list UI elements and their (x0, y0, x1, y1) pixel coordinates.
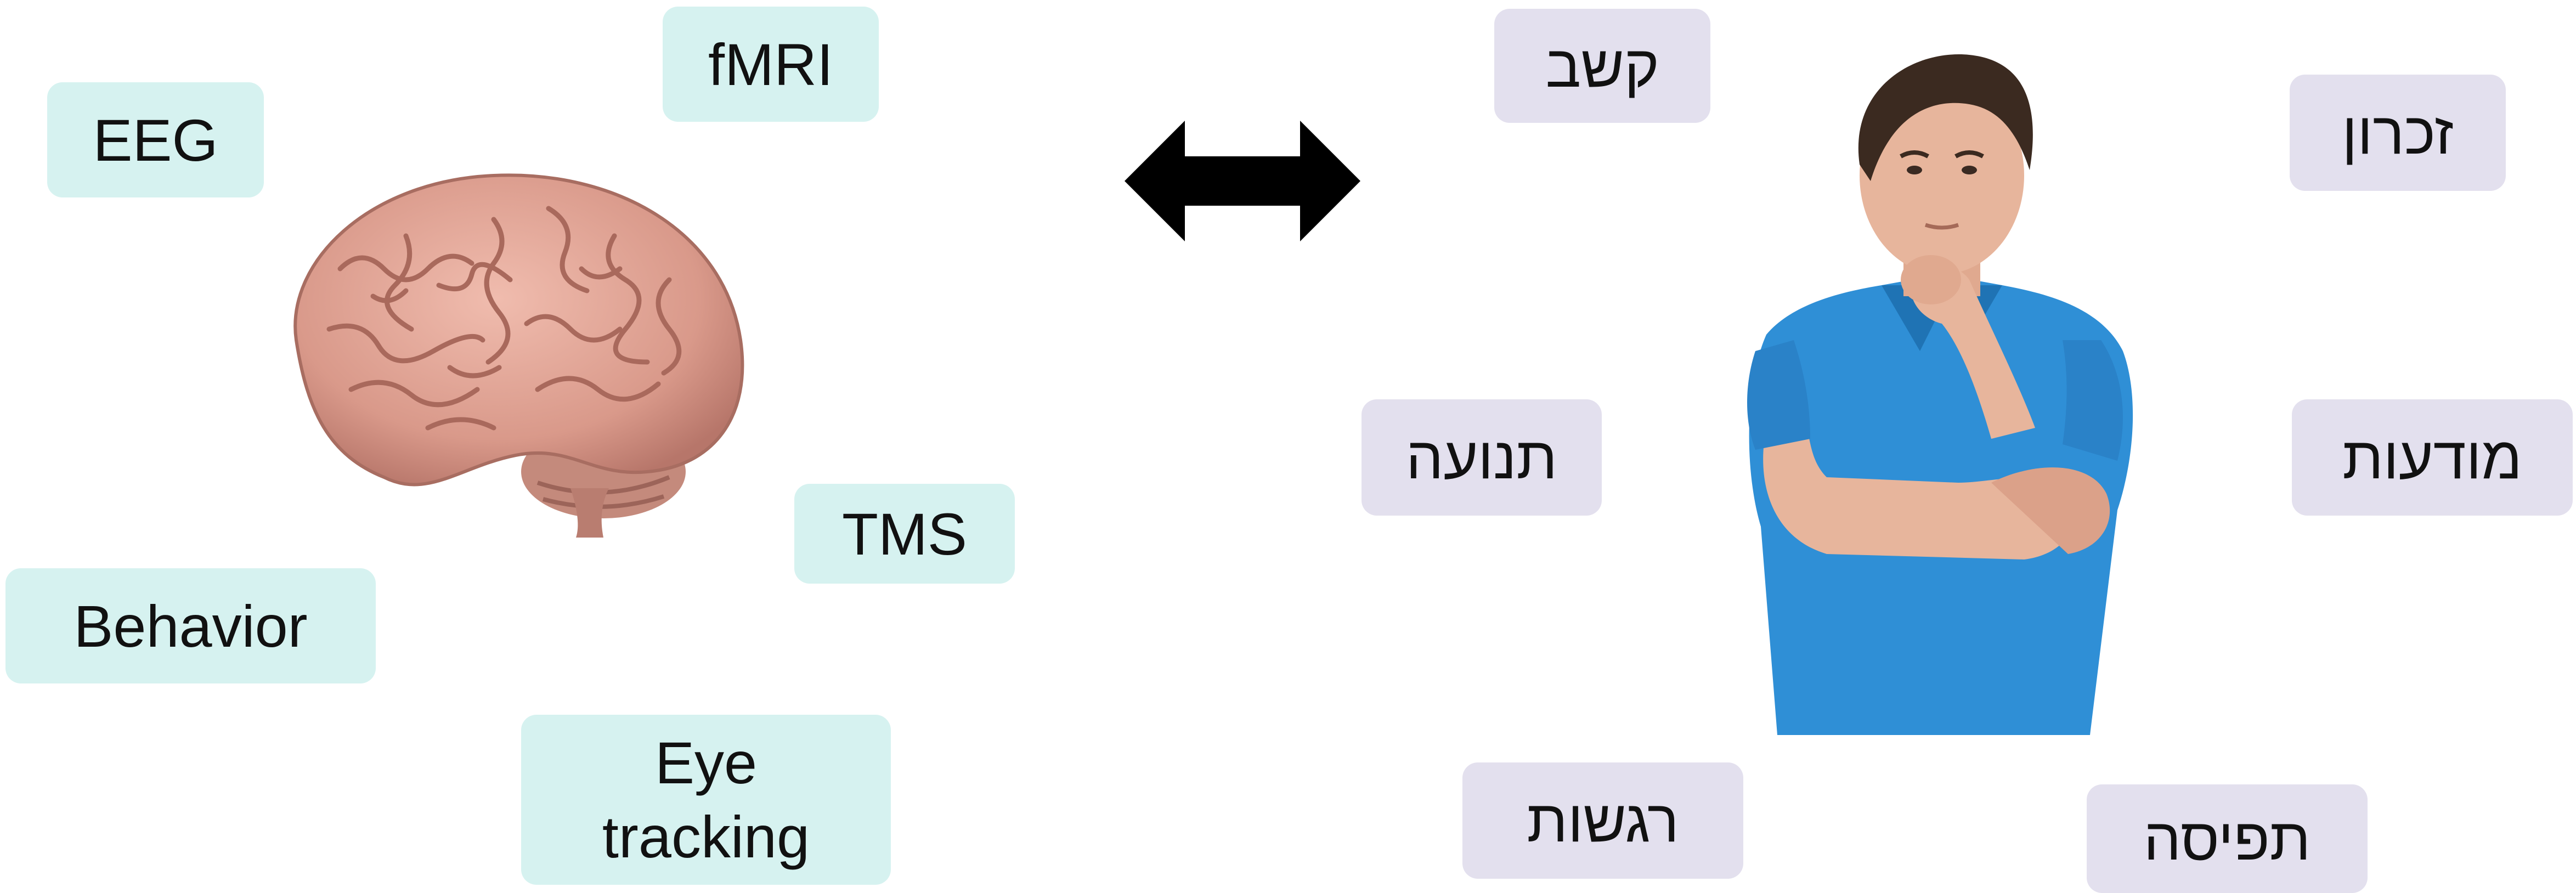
method-tag-eeg: EEG (47, 82, 264, 197)
cognition-tag-consciousness: מודעות (2292, 399, 2573, 516)
cognition-tag-memory-label: זכרון (2342, 99, 2454, 166)
cognition-tag-memory: זכרון (2290, 75, 2506, 191)
method-tag-eye-tracking-line-2: tracking (602, 804, 810, 870)
double-arrow-icon (1125, 121, 1360, 241)
method-tag-tms: TMS (794, 484, 1015, 584)
cognition-tag-emotions-label: רגשות (1527, 787, 1679, 854)
cognition-tag-movement-label: תנועה (1406, 424, 1558, 491)
method-tag-fmri: fMRI (663, 7, 879, 122)
method-tag-eye-tracking-line-1: Eye (654, 730, 758, 796)
method-tag-behavior: Behavior (5, 568, 376, 683)
method-tag-fmri-label: fMRI (708, 31, 833, 98)
cognition-tag-emotions: רגשות (1462, 762, 1743, 879)
cognition-tag-perception: תפיסה (2087, 784, 2368, 893)
cognition-tag-consciousness-label: מודעות (2342, 424, 2522, 491)
method-tag-behavior-label: Behavior (74, 592, 308, 659)
cognition-tag-movement: תנועה (1362, 399, 1602, 516)
method-tag-eye-tracking: Eye tracking (521, 715, 891, 885)
brain-illustration (293, 173, 744, 538)
cognition-tag-attention: קשב (1494, 9, 1710, 123)
cognition-tag-perception-label: תפיסה (2143, 805, 2311, 872)
thinking-man-illustration (1747, 54, 2133, 735)
method-tag-tms-label: TMS (842, 500, 967, 567)
cognition-tag-attention-label: קשב (1545, 32, 1659, 99)
method-tag-eeg-label: EEG (93, 106, 218, 173)
